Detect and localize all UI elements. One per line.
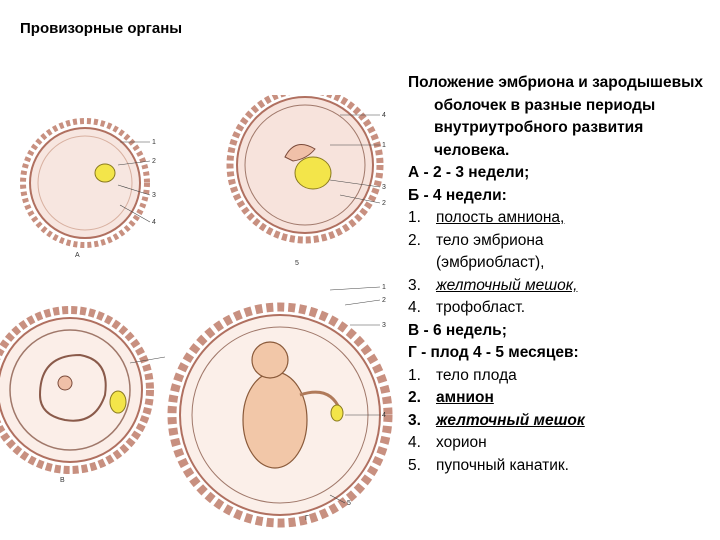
item-number: 1.	[408, 366, 421, 384]
item-text: тело плода	[436, 366, 517, 384]
list-ab-item-2: 2. тело эмбриона	[408, 230, 718, 253]
list-ab-item-1: 1. полость амниона,	[408, 207, 718, 230]
label-g-3: 3	[382, 322, 386, 329]
panel-a-diagram	[20, 118, 151, 248]
list-g-item-5: 5. пупочный канатик.	[408, 455, 718, 478]
label-g-5: 5	[347, 500, 351, 507]
panel-b-diagram	[226, 95, 384, 244]
label-g-2: 2	[382, 297, 386, 304]
period-v: В - 6 недель;	[408, 321, 507, 339]
label-b-5: 5	[295, 260, 299, 267]
item-text: хорион	[436, 434, 487, 451]
item-number: 3.	[408, 411, 421, 429]
item-text: тело эмбриона	[436, 231, 544, 249]
label-g-4: 4	[382, 412, 386, 419]
list-g-item-4: 4. хорион	[408, 432, 718, 455]
list-ab-item-3: 3. желточный мешок,	[408, 275, 718, 298]
label-v: В	[60, 477, 65, 484]
item-text: трофобласт.	[436, 299, 525, 316]
label-g-1: 1	[382, 284, 386, 291]
label-a-2: 2	[152, 158, 156, 165]
label-b-2: 2	[382, 200, 386, 207]
list-g-item-3: 3. желточный мешок	[408, 410, 718, 433]
caption: Положение эмбриона и зародышевых оболоче…	[408, 72, 718, 477]
label-b-4: 4	[382, 112, 386, 119]
label-b-3: 3	[382, 184, 386, 191]
page-title: Провизорные органы	[20, 20, 183, 37]
period-b: Б - 4 недели:	[408, 186, 507, 204]
item-number: 1.	[408, 209, 421, 226]
item-number: 3.	[408, 276, 421, 294]
item-text: полость амниона,	[436, 209, 565, 226]
panel-g-diagram	[167, 286, 393, 528]
list-ab-item-4: 4. трофобласт.	[408, 297, 718, 320]
item-text: амнион	[436, 389, 494, 406]
label-b-1: 1	[382, 142, 386, 149]
label-a-3: 3	[152, 192, 156, 199]
item-number: 2.	[408, 231, 421, 249]
label-g: Г	[305, 515, 309, 522]
embryo-illustration: 1 2 3 4 А 4 1 3 2 5	[0, 95, 410, 535]
item-number: 4.	[408, 299, 421, 316]
item-number: 5.	[408, 456, 421, 474]
list-g-item-1: 1. тело плода	[408, 365, 718, 388]
item-text: желточный мешок	[436, 411, 585, 429]
item-number: 2.	[408, 389, 421, 406]
item-text: желточный мешок,	[436, 276, 578, 294]
panel-v-diagram	[0, 306, 166, 474]
period-g: Г - плод 4 - 5 месяцев:	[408, 344, 579, 361]
caption-title: Положение эмбриона и зародышевых оболоче…	[408, 74, 703, 159]
label-a-1: 1	[152, 139, 156, 146]
item-number: 4.	[408, 434, 421, 451]
period-a: А - 2 - 3 недели;	[408, 164, 530, 181]
list-ab-item-2-cont: (эмбриобласт),	[436, 254, 545, 271]
label-a: А	[75, 252, 80, 259]
item-text: пупочный канатик.	[436, 456, 569, 474]
label-a-4: 4	[152, 219, 156, 226]
list-g-item-2: 2. амнион	[408, 387, 718, 410]
